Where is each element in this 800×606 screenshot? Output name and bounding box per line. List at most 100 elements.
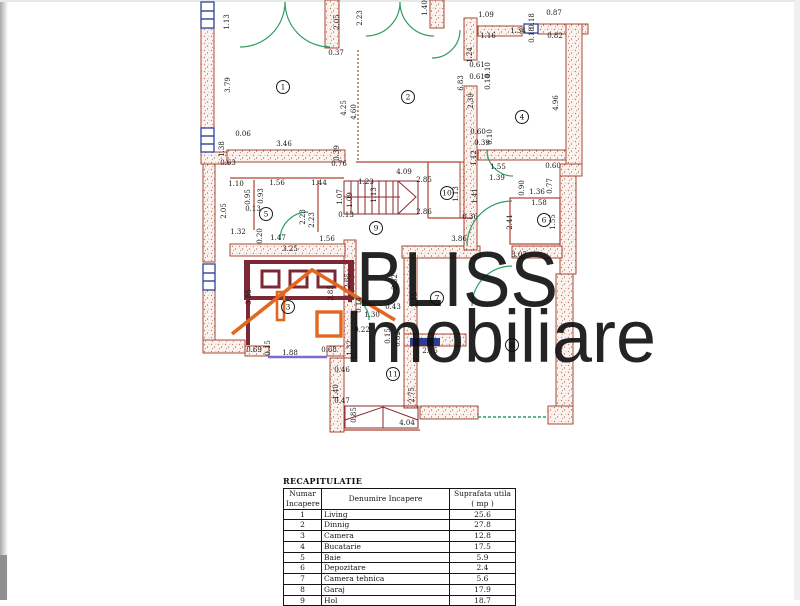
dimension-label: 0.10	[484, 74, 492, 90]
cell-area: 2.4	[449, 562, 516, 574]
svg-text:10: 10	[442, 189, 452, 198]
dimension-label: 0.15	[384, 328, 392, 344]
svg-text:4: 4	[520, 113, 525, 122]
door-arc	[431, 29, 461, 59]
cell-room-name: Dinnig	[321, 519, 450, 531]
dimension-label: 2.52	[391, 274, 399, 290]
dimension-label: 0.90	[518, 180, 526, 196]
cell-area: 12.8	[449, 530, 516, 542]
dimension-label: 1.09	[346, 192, 354, 208]
svg-text:7: 7	[435, 294, 440, 303]
dimension-label: 0.06	[235, 130, 251, 138]
recap-table-section: RECAPITULATIE Numar Incapere Denumire In…	[283, 476, 516, 606]
door-arc	[365, 1, 401, 37]
room-number-marker: 10	[440, 186, 454, 200]
cell-room-number: 8	[283, 583, 322, 596]
dimension-label: 0.15	[264, 340, 272, 356]
dimension-label: 2.23	[356, 10, 364, 26]
roof-overlay-lines	[230, 267, 396, 338]
dimension-label: 3.86	[451, 235, 467, 243]
dimension-label: 0.20	[256, 228, 264, 244]
cell-area: 18.7	[449, 594, 516, 606]
cell-room-number: 4	[283, 540, 322, 553]
dimension-label: 1.10	[228, 180, 244, 188]
cell-room-name: Bucatarie	[321, 540, 450, 553]
cell-room-number: 1	[283, 508, 322, 521]
dimension-label: 2.85	[416, 176, 432, 184]
dimension-label: 0.22	[354, 326, 370, 334]
dimension-label: 1.32	[346, 340, 354, 356]
cell-room-name: Living	[321, 508, 450, 521]
cell-area: 27.8	[449, 519, 516, 531]
cell-room-name: Depozitare	[321, 562, 450, 574]
dimension-label: 2.05	[333, 14, 341, 30]
exterior-walls	[200, 0, 589, 433]
room-number-marker: 11	[386, 367, 400, 381]
furniture-room3	[244, 260, 354, 345]
dimension-label: 0.14	[355, 297, 363, 313]
dimension-label: 1.39	[489, 174, 505, 182]
dimension-label: 3.07	[511, 251, 527, 259]
watermark-line1: BLISS	[356, 235, 558, 323]
dimension-label: 0.69	[246, 346, 262, 354]
cell-area: 17.9	[449, 583, 516, 596]
dimension-label: 4.25	[340, 100, 348, 116]
dimension-label: 4.60	[350, 104, 358, 120]
rooms-area-table: Numar Incapere Denumire Incapere Suprafa…	[283, 488, 516, 606]
dimension-label: 1.13	[452, 186, 460, 202]
dimension-label: 0.60	[545, 162, 561, 170]
dimension-label: 0.82	[394, 331, 402, 347]
dimension-label: 0.68	[321, 346, 337, 354]
door-arc	[399, 1, 435, 37]
header-room-number: Numar Incapere	[283, 488, 322, 510]
dimension-label: 3.25	[282, 245, 298, 253]
door-arc	[239, 1, 286, 48]
room-number-marker: 3	[281, 300, 295, 314]
room-number-marker: 1	[276, 80, 290, 94]
watermark: BLISS Imobiliare	[344, 235, 656, 378]
svg-text:3: 3	[286, 303, 291, 312]
room-number-marker: 7	[430, 291, 444, 305]
dimension-label: 0.76	[331, 160, 347, 168]
dimension-label: 1.07	[336, 189, 344, 205]
header-area: Suprafata utila ( mp )	[449, 488, 516, 510]
dimension-label: 3.79	[224, 77, 232, 93]
dimension-label: 1.41	[471, 188, 479, 204]
dimension-label: 1.24	[466, 47, 474, 63]
dimension-label: 2.15	[422, 347, 438, 355]
svg-text:1: 1	[281, 83, 286, 92]
dimension-label: 2.05	[220, 203, 228, 219]
dimension-label: 0.77	[546, 178, 554, 194]
cell-area: 17.5	[449, 540, 516, 553]
svg-text:2: 2	[406, 93, 411, 102]
interior-walls	[230, 50, 561, 431]
door-arc	[486, 149, 514, 177]
room-number-marker: 8	[505, 338, 519, 352]
dimension-label: 0.60	[470, 128, 486, 136]
dimension-label: 0.37	[328, 49, 344, 57]
dimension-label: 0.43	[385, 303, 401, 311]
doors-group	[239, 1, 548, 418]
cell-room-number: 5	[283, 551, 322, 564]
door-arc	[466, 200, 513, 247]
door-arc	[284, 1, 331, 48]
dimension-label: 1.38	[218, 141, 226, 157]
dimension-label: 3.85	[327, 285, 335, 301]
dimension-label: 1.56	[319, 235, 335, 243]
dimension-label: 1.23	[358, 178, 374, 186]
cell-room-name: Hol	[321, 594, 450, 606]
dimension-label: 1.47	[270, 234, 286, 242]
dimension-label: 0.85	[350, 407, 358, 423]
dimension-label: 0.39	[333, 145, 341, 161]
dimension-label: 0.10	[486, 129, 494, 145]
windows-group	[200, 1, 539, 359]
room-number-marker: 9	[369, 221, 383, 235]
dimension-label: 1.32	[230, 228, 246, 236]
cell-area: 5.6	[449, 573, 516, 585]
